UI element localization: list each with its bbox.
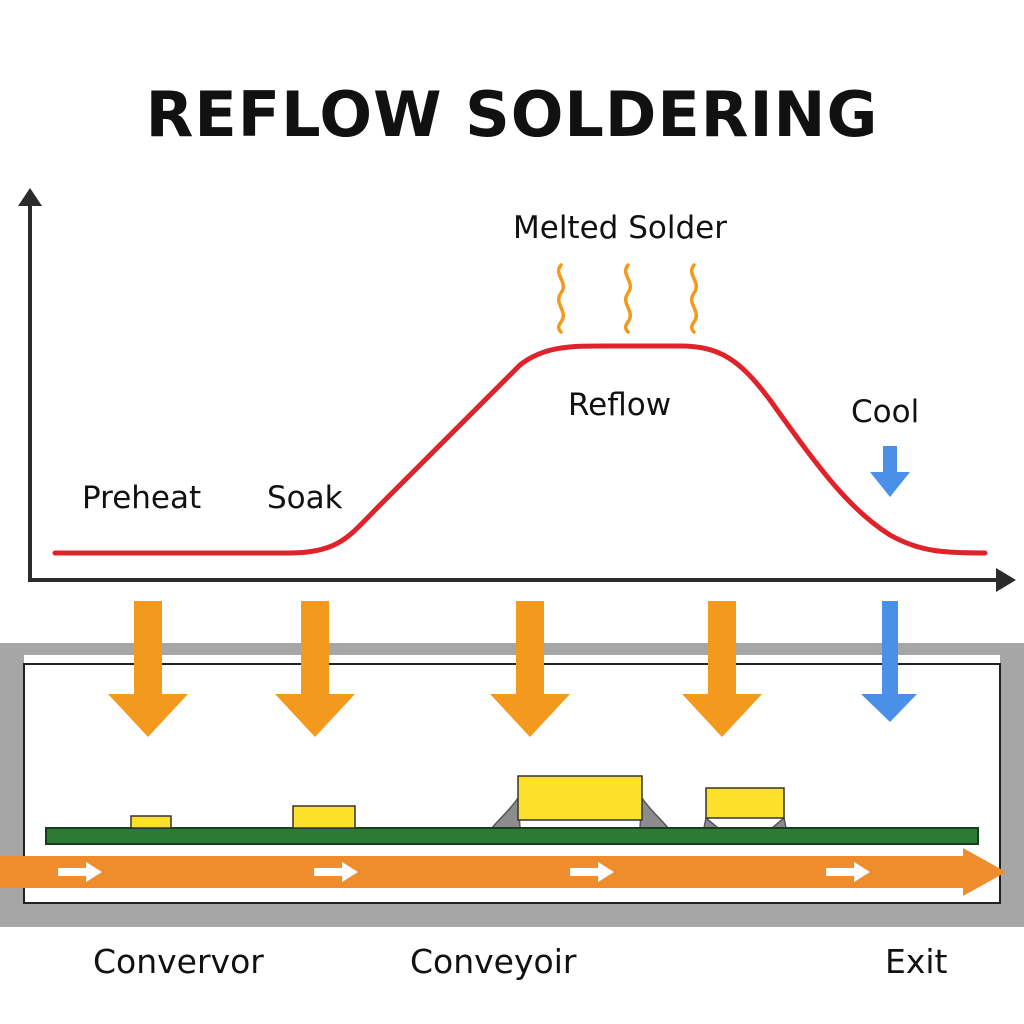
conveyor-arrow-icon — [570, 862, 614, 882]
axes — [18, 188, 1016, 592]
down-arrow-icon — [490, 601, 570, 737]
component-large — [517, 775, 643, 821]
stage-label-preheat: Preheat — [82, 480, 202, 516]
y-axis-arrowhead — [18, 188, 42, 206]
bottom-label-left: Convervor — [93, 942, 264, 981]
conveyor-arrow-icon — [826, 862, 870, 882]
page-title: REFLOW SOLDERING — [145, 78, 879, 151]
conveyor-arrow-icon — [58, 862, 102, 882]
stage-label-reflow: Reflow — [568, 387, 672, 423]
heat-wave-icon — [556, 263, 698, 334]
down-arrow-icon — [275, 601, 355, 737]
component-small — [130, 815, 172, 829]
cool-arrow-icon — [870, 446, 910, 497]
down-arrow-icon — [682, 601, 762, 737]
stage-label-soak: Soak — [267, 480, 343, 516]
bottom-label-exit: Exit — [885, 942, 948, 981]
bottom-label-middle: Conveyoir — [410, 942, 577, 981]
x-axis-arrowhead — [996, 568, 1016, 592]
melted-solder-label: Melted Solder — [513, 210, 727, 246]
component-medium-raised — [705, 787, 785, 819]
conveyor-belt — [0, 848, 1006, 896]
down-arrow-icon — [108, 601, 188, 737]
pcb-board — [45, 827, 979, 845]
stage-label-cool: Cool — [851, 394, 920, 430]
conveyor-arrow-icon — [314, 862, 358, 882]
temperature-profile-curve — [52, 343, 988, 556]
cool-down-arrow-icon — [861, 601, 917, 722]
component-medium — [292, 805, 356, 829]
